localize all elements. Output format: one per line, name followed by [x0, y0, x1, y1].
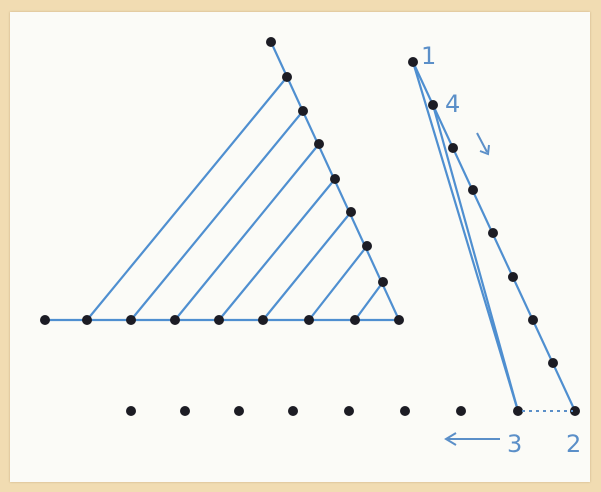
dot-slanted-row — [282, 72, 292, 82]
thread-stitch — [217, 177, 337, 322]
dot-slanted-row — [298, 106, 308, 116]
dot-bottom-row — [513, 406, 523, 416]
dot-horizontal-row — [258, 315, 268, 325]
dot-bottom-row — [126, 406, 136, 416]
thread-1-to-3 — [411, 60, 520, 413]
dot-right-column — [528, 315, 538, 325]
dot-slanted-row — [314, 139, 324, 149]
dot-right-column — [548, 358, 558, 368]
thread-stitch — [307, 244, 369, 322]
dot-horizontal-row — [126, 315, 136, 325]
thread-stitch — [173, 142, 321, 322]
dot-bottom-row — [180, 406, 190, 416]
thread-4-to-3 — [431, 103, 520, 413]
dot-horizontal-row — [304, 315, 314, 325]
dot-right-column — [570, 406, 580, 416]
dot-horizontal-row — [40, 315, 50, 325]
arrow-left-icon — [444, 432, 500, 446]
thread-stitch — [129, 109, 305, 322]
dot-horizontal-row — [350, 315, 360, 325]
dot-bottom-row — [456, 406, 466, 416]
thread-stitch — [261, 210, 353, 322]
dot-horizontal-row — [214, 315, 224, 325]
dot-right-column — [508, 272, 518, 282]
dot-bottom-row — [234, 406, 244, 416]
dot-right-column — [408, 57, 418, 67]
dot-slanted-row — [378, 277, 388, 287]
thread-stitch — [85, 75, 289, 322]
label-point-2: 2 — [566, 430, 581, 458]
thread-stitch — [353, 280, 385, 322]
label-point-4: 4 — [445, 90, 460, 118]
dot-right-column — [428, 100, 438, 110]
dot-slanted-row — [266, 37, 276, 47]
dot-right-column — [448, 143, 458, 153]
dot-slanted-row — [330, 174, 340, 184]
hole-dots — [40, 37, 580, 416]
dot-slanted-row — [394, 315, 404, 325]
dot-right-column — [488, 228, 498, 238]
dot-bottom-row — [288, 406, 298, 416]
dot-slanted-row — [346, 207, 356, 217]
label-point-1: 1 — [421, 42, 436, 70]
dot-horizontal-row — [82, 315, 92, 325]
label-point-3: 3 — [507, 430, 522, 458]
dot-bottom-row — [344, 406, 354, 416]
thread-lines — [43, 40, 577, 413]
dot-horizontal-row — [170, 315, 180, 325]
dot-bottom-row — [400, 406, 410, 416]
arrow-down-right-icon — [476, 132, 490, 156]
paper-sheet — [10, 12, 590, 482]
dot-right-column — [468, 185, 478, 195]
dot-slanted-row — [362, 241, 372, 251]
